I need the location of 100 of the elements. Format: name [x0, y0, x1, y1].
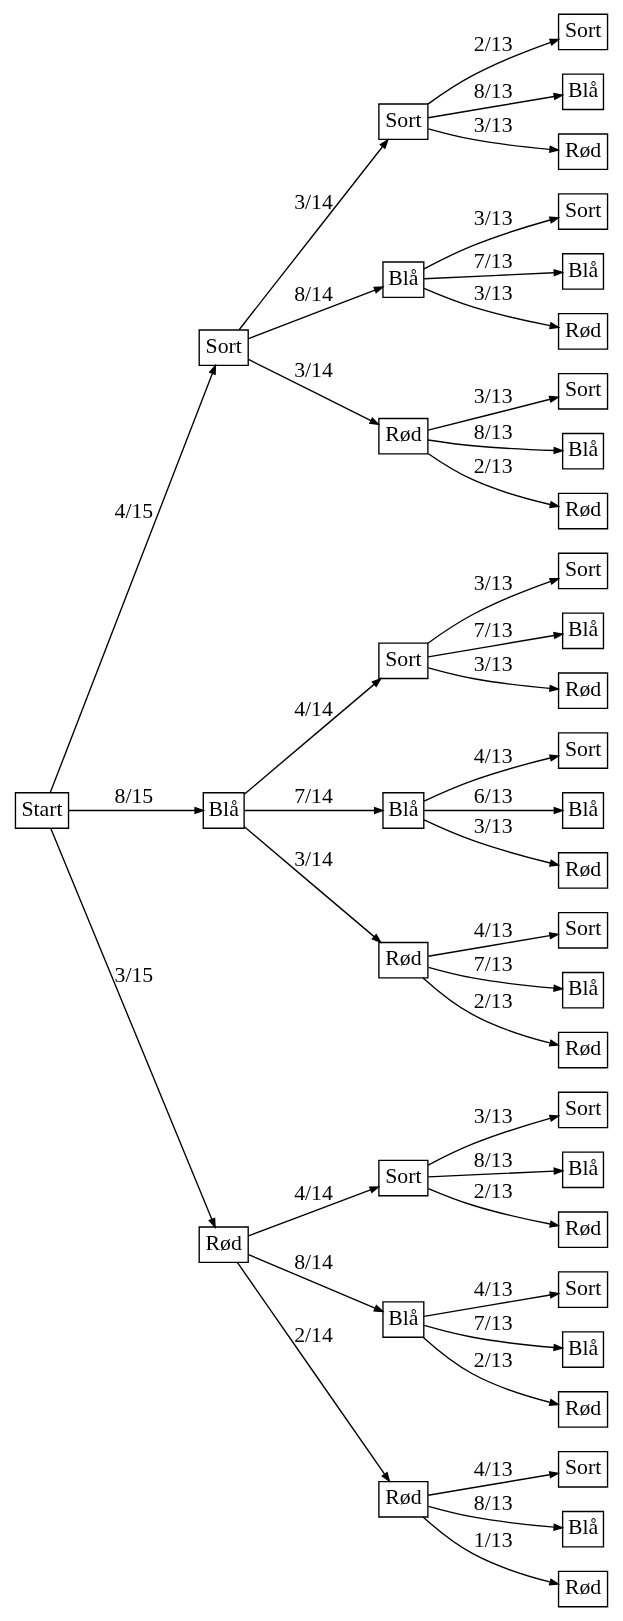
edge-label: 6/13: [473, 784, 513, 809]
node-box: Sort: [378, 1159, 429, 1197]
node-box: Blå: [382, 1301, 425, 1338]
node-box: Rød: [378, 1480, 429, 1518]
edge-label: 3/13: [473, 384, 513, 409]
arrow: [247, 358, 381, 426]
arrow: [238, 138, 389, 331]
edge-label: 3/13: [473, 570, 513, 595]
arrow: [427, 38, 561, 105]
edge-label: 3/14: [294, 847, 333, 872]
node-box: Start: [14, 792, 70, 829]
edge-label: 2/13: [473, 31, 513, 56]
arrow: [427, 1114, 561, 1166]
arrow: [423, 819, 561, 867]
edge-label: 3/13: [473, 113, 513, 138]
edge-label: 7/13: [473, 618, 513, 643]
arrow: [423, 1291, 561, 1317]
node-box: Blå: [561, 1151, 605, 1189]
node-box: Blå: [561, 612, 605, 650]
arrow: [50, 827, 216, 1229]
node-box: Rød: [378, 417, 429, 455]
arrow: [427, 395, 561, 431]
edge-label: 3/14: [294, 358, 333, 383]
edge-label: 8/13: [473, 1490, 513, 1515]
node-box: Sort: [378, 642, 429, 680]
node-box: Blå: [202, 792, 245, 829]
node-box: Sort: [198, 329, 249, 367]
node-box: Sort: [557, 372, 609, 410]
node-box: Blå: [561, 971, 605, 1009]
edge-label: 8/13: [473, 419, 513, 444]
edge-label: 8/15: [114, 784, 154, 809]
node-box: Sort: [557, 732, 609, 769]
arrow: [243, 677, 383, 795]
arrow: [427, 667, 561, 693]
edge-label: 7/13: [473, 1311, 513, 1336]
edge-label: 2/13: [473, 988, 513, 1013]
node-box: Rød: [557, 313, 609, 350]
arrow: [427, 1167, 565, 1178]
arrow: [427, 128, 561, 154]
edge-label: 3/13: [473, 205, 513, 230]
edge-label: 7/13: [473, 951, 513, 976]
arrow: [423, 806, 565, 815]
edge-label: 4/14: [294, 697, 333, 722]
edge-label: 3/13: [473, 652, 513, 677]
edge-label: 3/13: [473, 280, 513, 305]
arrow: [423, 754, 561, 802]
arrow: [427, 966, 565, 992]
node-box: Blå: [561, 1331, 605, 1368]
edge-label: 2/13: [473, 1347, 513, 1372]
arrow: [427, 577, 561, 644]
node-box: Sort: [557, 1271, 609, 1308]
node-box: Sort: [557, 13, 609, 51]
arrow: [427, 631, 565, 658]
node-box: Blå: [561, 792, 605, 829]
arrow: [423, 216, 561, 270]
arrow: [236, 1261, 391, 1483]
edge-label: 3/13: [473, 814, 513, 839]
edge-label: 4/13: [473, 917, 513, 942]
arrow: [247, 286, 385, 340]
edge-label: 2/13: [473, 1179, 513, 1204]
node-box: Rød: [557, 672, 609, 710]
node-box: Blå: [561, 432, 605, 470]
edge-label: 7/14: [294, 784, 333, 809]
edge-label: 4/15: [114, 498, 154, 523]
node-box: Blå: [561, 1510, 605, 1548]
edge-label: 7/13: [473, 249, 513, 274]
edge-label: 8/13: [473, 1147, 513, 1172]
node-box: Blå: [382, 261, 425, 298]
arrow: [427, 932, 561, 957]
edge-label: 1/13: [473, 1527, 513, 1552]
node-box: Rød: [198, 1226, 249, 1264]
edge-label: 4/13: [473, 1456, 513, 1481]
arrow: [427, 453, 561, 509]
node-box: Rød: [378, 941, 429, 979]
arrow: [422, 977, 561, 1047]
node-box: Sort: [557, 552, 609, 590]
edge-label: 3/13: [473, 1104, 513, 1129]
arrow: [67, 806, 206, 815]
edge-label: 4/13: [473, 743, 513, 768]
node-box: Blå: [561, 73, 605, 111]
edge-label: 4/14: [294, 1180, 333, 1205]
arrow: [423, 287, 561, 330]
arrow: [49, 363, 217, 794]
arrow: [427, 439, 565, 455]
arrow: [422, 1516, 561, 1586]
node-box: Sort: [557, 911, 609, 949]
node-box: Rød: [557, 852, 609, 889]
node-box: Rød: [557, 133, 609, 171]
edge-label: 2/13: [473, 453, 513, 478]
node-box: Rød: [557, 1391, 609, 1428]
arrow: [427, 1187, 561, 1228]
node-box: Sort: [557, 1450, 609, 1488]
arrow: [423, 1324, 565, 1352]
arrow: [427, 92, 565, 119]
node-box: Rød: [557, 1211, 609, 1249]
node-box: Rød: [557, 1031, 609, 1069]
arrow: [427, 1505, 565, 1531]
node-box: Blå: [561, 253, 605, 290]
edge-label: 3/15: [114, 962, 154, 987]
edge-label: 8/14: [294, 282, 333, 307]
